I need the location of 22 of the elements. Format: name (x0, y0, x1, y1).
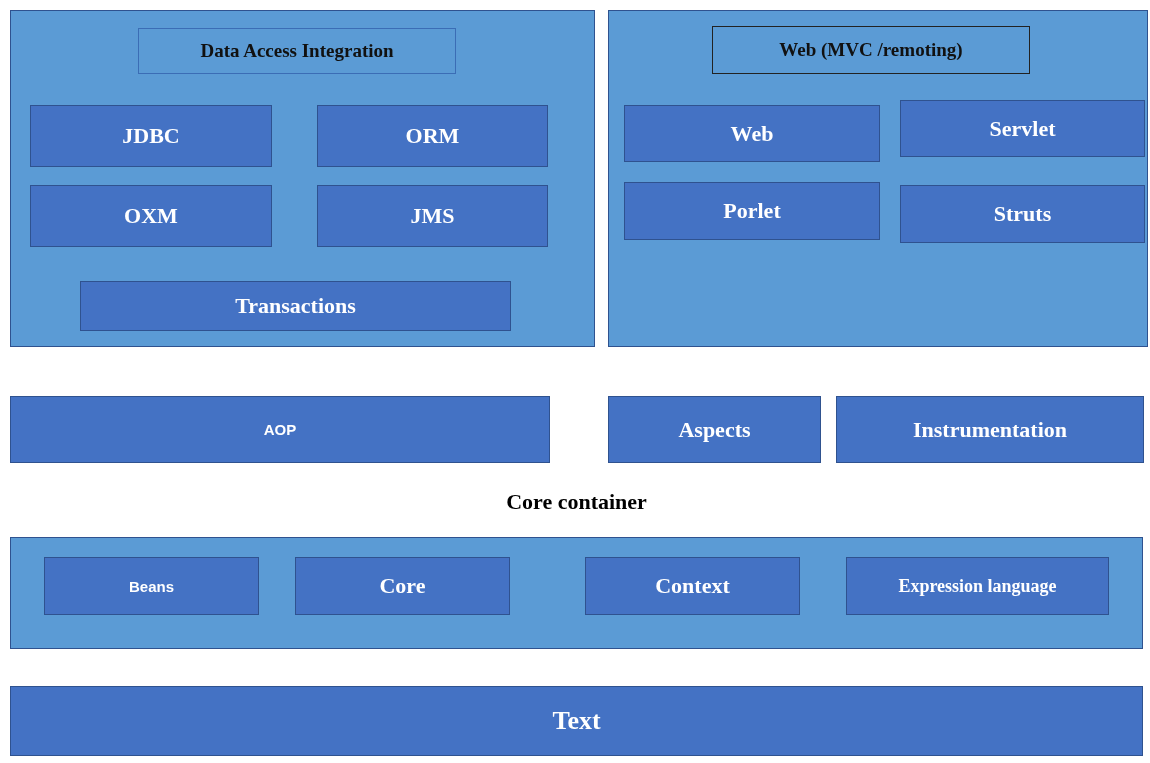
layer-panel (10, 10, 595, 347)
module-box: Porlet (624, 182, 880, 240)
module-box: Web (624, 105, 880, 162)
module-box: Transactions (80, 281, 511, 331)
layer-heading: Core container (506, 489, 647, 515)
module-box: ORM (317, 105, 548, 167)
module-box: Core (295, 557, 510, 615)
module-box: Expression language (846, 557, 1109, 615)
module-box: Text (10, 686, 1143, 756)
module-box: Aspects (608, 396, 821, 463)
panel-heading: Web (MVC /remoting) (712, 26, 1030, 74)
module-box: Struts (900, 185, 1145, 243)
module-box: Context (585, 557, 800, 615)
module-box: JDBC (30, 105, 272, 167)
module-box: AOP (10, 396, 550, 463)
module-box: JMS (317, 185, 548, 247)
module-box: OXM (30, 185, 272, 247)
module-box: Servlet (900, 100, 1145, 157)
panel-heading: Data Access Integration (138, 28, 456, 74)
module-box: Beans (44, 557, 259, 615)
layer-panel (608, 10, 1148, 347)
module-box: Instrumentation (836, 396, 1144, 463)
